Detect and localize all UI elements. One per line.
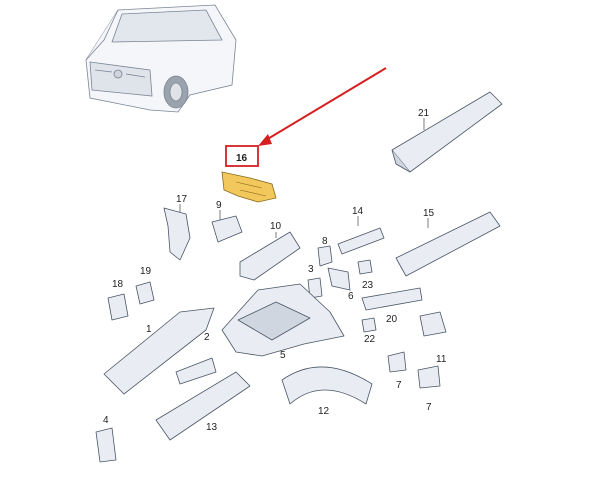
callout-1: 1 [146,324,152,335]
callout-19: 19 [140,266,152,277]
callout-10: 10 [270,221,282,232]
part-7b: 7 [417,365,441,413]
part-8: 8 [317,236,333,267]
part-4: 4 [95,415,117,463]
callout-label-16: 16 [236,153,248,164]
part-9: 9 [211,200,243,243]
part-14: 14 [337,206,385,255]
callout-21: 21 [418,108,430,119]
callout-6: 6 [348,291,354,302]
callout-22: 22 [364,334,376,345]
callout-7b: 7 [426,402,432,413]
callout-17: 17 [176,194,188,205]
part-23: 23 [357,259,374,291]
part-18: 18 [107,279,129,321]
part-19: 19 [135,266,155,305]
callout-11: 11 [436,354,447,365]
part-2: 2 [175,332,217,385]
callout-12: 12 [318,406,330,417]
callout-14: 14 [352,206,364,217]
highlight-arrow [258,67,387,146]
vehicle-illustration [85,4,237,113]
part-13: 13 [155,371,251,441]
part-1: 1 [103,307,215,395]
callout-4: 4 [103,415,109,426]
part-20: 20 [361,287,423,325]
callout-20: 20 [386,314,398,325]
part-15: 15 [395,208,501,277]
callout-2: 2 [204,332,210,343]
highlighted-part-16: 16 [221,145,277,203]
part-21: 21 [391,91,503,173]
callout-23: 23 [362,280,374,291]
callout-7a: 7 [396,380,402,391]
part-7a: 7 [387,351,407,391]
part-12: 12 [281,366,373,417]
part-22: 22 [361,317,377,345]
callout-9: 9 [216,200,222,211]
part-5: 5 [221,283,345,361]
highlight-box [225,145,259,167]
callout-18: 18 [112,279,124,290]
part-11: 11 [419,311,447,365]
callout-5: 5 [280,350,286,361]
part-6: 6 [327,267,354,302]
callout-13: 13 [206,422,218,433]
callout-15: 15 [423,208,435,219]
callout-8: 8 [322,236,328,247]
part-17: 17 [163,194,191,261]
callout-3: 3 [308,264,314,275]
part-3: 3 [307,264,323,299]
part-10: 10 [239,221,301,281]
